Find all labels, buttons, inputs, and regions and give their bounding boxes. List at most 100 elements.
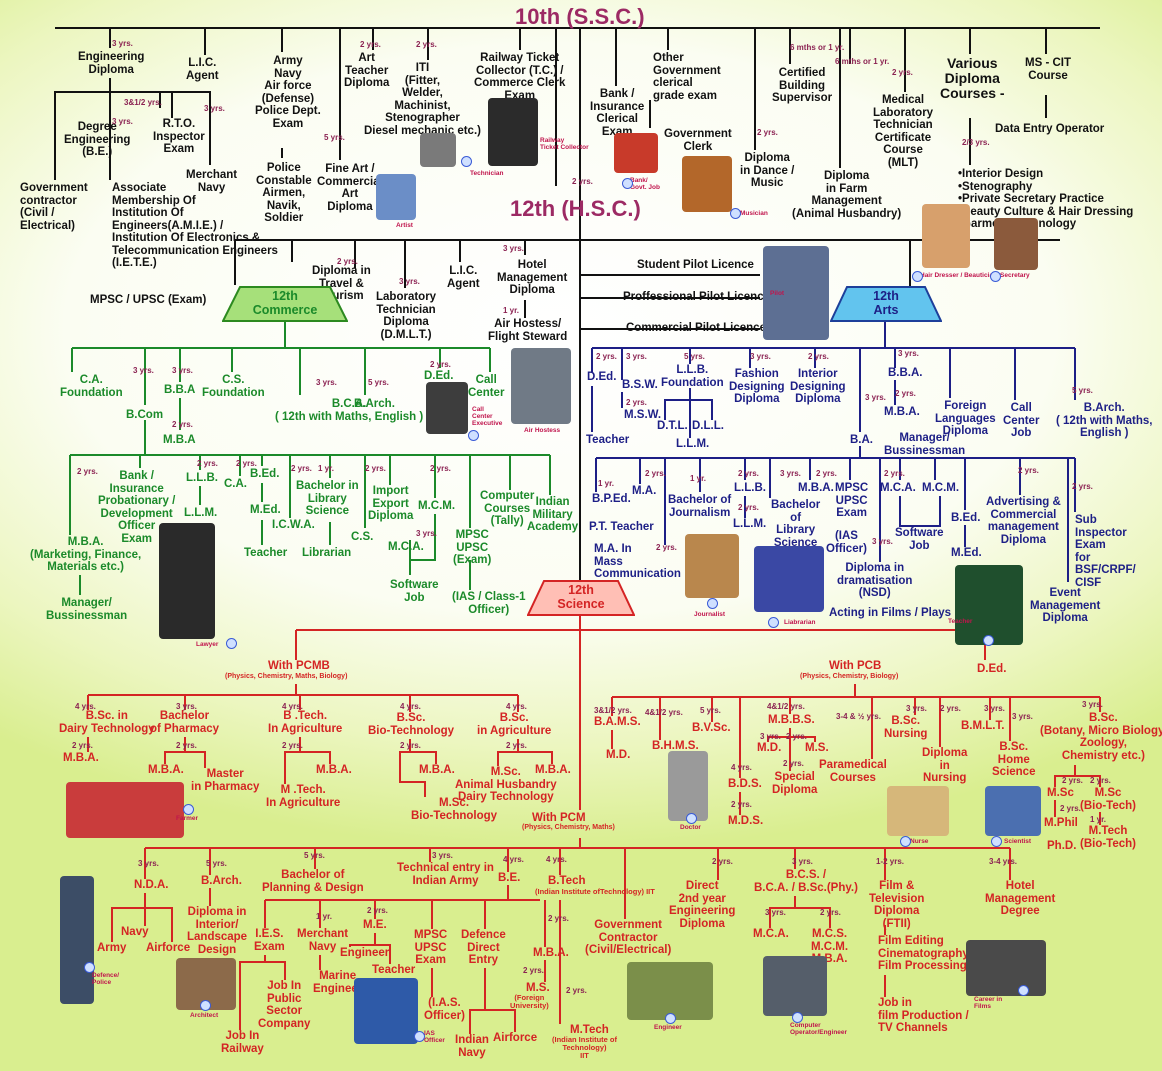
yrs-label: 2 yrs.: [783, 759, 804, 768]
yrs-label: 3 yrs.: [503, 244, 524, 253]
connector-line: [1075, 775, 1101, 787]
com-med: M.Ed.: [250, 504, 281, 516]
yrs-label: 2/3 yrs.: [962, 138, 990, 147]
yrs-label: 2 yrs.: [77, 467, 98, 476]
ssc-bank: Bank / Insurance Clerical Exam: [590, 88, 645, 138]
ssc-mlt: Medical Laboratory Technician Certificat…: [873, 94, 934, 169]
sci-direct-diploma: Direct 2nd year Engineering Diploma: [669, 880, 736, 930]
ssc-govt-contractor: Government contractor (Civil / Electrica…: [20, 182, 88, 232]
connector-line: [497, 739, 519, 766]
circle-icon: [792, 1012, 803, 1023]
ssc-iti: ITI (Fitter, Welder, Machinist, Stenogra…: [364, 62, 481, 137]
yrs-label: 2 yrs.: [360, 40, 381, 49]
sci-mba: M.B.A.: [533, 947, 569, 959]
yrs-label: 2 yrs.: [786, 732, 807, 741]
com-import-export: Import Export Diploma: [368, 485, 414, 522]
sci-ms-foreign-sub: (Foreign University): [510, 993, 549, 1010]
technician-illustration: [488, 98, 538, 166]
sci-pcmb: With PCMB: [268, 660, 330, 672]
yrs-label: 3 yrs.: [1082, 700, 1103, 709]
connector-line: [284, 737, 301, 784]
yrs-label: 5 yrs.: [700, 706, 721, 715]
com-bank-exam: Bank / Insurance Probationary / Developm…: [98, 470, 176, 545]
yrs-label: 2 yrs.: [1018, 466, 1039, 475]
yrs-label: 2 yrs.: [895, 389, 916, 398]
films-caption: Career in Films: [974, 996, 1003, 1010]
sci-airforce: Airforce: [146, 942, 191, 954]
ssc-merchant-navy: Merchant Navy: [186, 169, 238, 194]
secretary-caption: Secretary: [1000, 272, 1030, 279]
com-bcom: B.Com: [126, 409, 164, 421]
yrs-label: 2 yrs.: [572, 177, 593, 186]
arts-advertising: Advertising & Commercial management Dipl…: [986, 496, 1061, 546]
connector-line: [769, 896, 796, 928]
police-illustration: [60, 876, 94, 1004]
yrs-label: 1 yr.: [503, 306, 520, 315]
sci-ded: D.Ed.: [977, 663, 1007, 675]
circle-icon: [226, 638, 237, 649]
arts-ded: D.Ed.: [587, 371, 617, 383]
lawyer-illustration: [159, 523, 215, 639]
circle-icon: [665, 1013, 676, 1024]
com-computer-courses: Computer Courses (Tally): [480, 490, 535, 527]
arts-mpsc: MPSC UPSC Exam: [835, 482, 869, 519]
commerce-stream-label: 12th Commerce: [252, 289, 318, 317]
librarian-illustration: [754, 546, 824, 612]
teacher-caption: Teacher: [948, 618, 973, 625]
sci-msc-biotech-2: M.Sc (Bio-Tech): [1080, 787, 1137, 812]
yrs-label: 3-4 yrs.: [989, 857, 1018, 866]
sci-engineer: Engineer: [340, 947, 390, 959]
sci-marine-engineer: Marine Engineer: [313, 970, 363, 995]
yrs-label: 2 yrs.: [731, 800, 752, 809]
com-bba: B.B.A: [164, 384, 196, 396]
yrs-label: 4 yrs.: [546, 855, 567, 864]
ssc-other-govt: Other Government clerical grade exam: [653, 52, 721, 102]
ssc-art-teacher: Art Teacher Diploma: [344, 52, 390, 89]
sci-film-television: Film & Television Diploma (FTII): [869, 880, 925, 930]
com-llm: L.L.M.: [184, 507, 218, 519]
call-center-caption: Call Center Executive: [472, 406, 503, 427]
com-manager: Manager/ Bussinessman: [46, 597, 128, 622]
sci-mtech-agriculture: M .Tech. In Agriculture: [266, 784, 341, 809]
yrs-label: 3 yrs.: [112, 39, 133, 48]
circle-icon: [183, 804, 194, 815]
arts-pt-teacher: P.T. Teacher: [589, 521, 654, 533]
yrs-label: 2 yrs.: [1060, 804, 1081, 813]
connector-line: [145, 907, 173, 942]
journalist-caption: Journalist: [694, 611, 726, 618]
com-barch: B.Arch.: [354, 398, 395, 410]
arts-bachelor-library: Bachelor of Library Science: [771, 499, 821, 549]
commerce-stream-badge: 12th Commerce: [222, 286, 348, 322]
sci-mtech-iit: (Indian Institute of Technology) IIT: [552, 1035, 617, 1060]
ssc-govt-clerk: Government Clerk: [664, 128, 732, 153]
com-llb: L.L.B.: [186, 472, 218, 484]
yrs-label: 5 yrs.: [304, 851, 325, 860]
yrs-label: 4&1/2 yrs.: [767, 702, 805, 711]
yrs-label: 3&1/2 yrs.: [124, 98, 162, 107]
arts-stream-badge: 12th Arts: [830, 286, 942, 322]
connector-line: [690, 399, 713, 420]
arts-manager: Manager/ Bussinessman: [884, 432, 966, 457]
yrs-label: 4 yrs.: [400, 702, 421, 711]
yrs-label: 2 yrs.: [808, 352, 829, 361]
com-software-job: Software Job: [390, 579, 439, 604]
yrs-label: 2 yrs.: [1062, 776, 1083, 785]
ssc-various-diploma: Various Diploma Courses -: [940, 55, 1005, 101]
yrs-label: 2 yrs.: [940, 704, 961, 713]
architect-caption: Architect: [190, 1012, 219, 1019]
circle-icon: [200, 1000, 211, 1011]
hsc-professional-pilot: Proffessional Pilot Licence: [623, 291, 770, 303]
com-ca-foundation: C.A. Foundation: [60, 374, 123, 399]
yrs-label: 4 yrs.: [731, 763, 752, 772]
sci-public-sector: Job In Public Sector Company: [258, 980, 311, 1030]
sci-mba-2: M.B.A.: [148, 764, 184, 776]
yrs-label: 3 yrs.: [416, 529, 437, 538]
arts-acting: Acting in Films / Plays: [829, 607, 952, 619]
sci-mtech: M.Tech: [570, 1024, 609, 1036]
ias-officer-illustration: [354, 978, 418, 1044]
sci-pcm-subjects: (Physics, Chemistry, Maths): [522, 824, 615, 831]
yrs-label: 2 yrs.: [892, 68, 913, 77]
bank-job-illustration: [614, 133, 658, 173]
farmer-tractor-illustration: [66, 782, 184, 838]
hair-dresser-illustration: [922, 204, 970, 268]
